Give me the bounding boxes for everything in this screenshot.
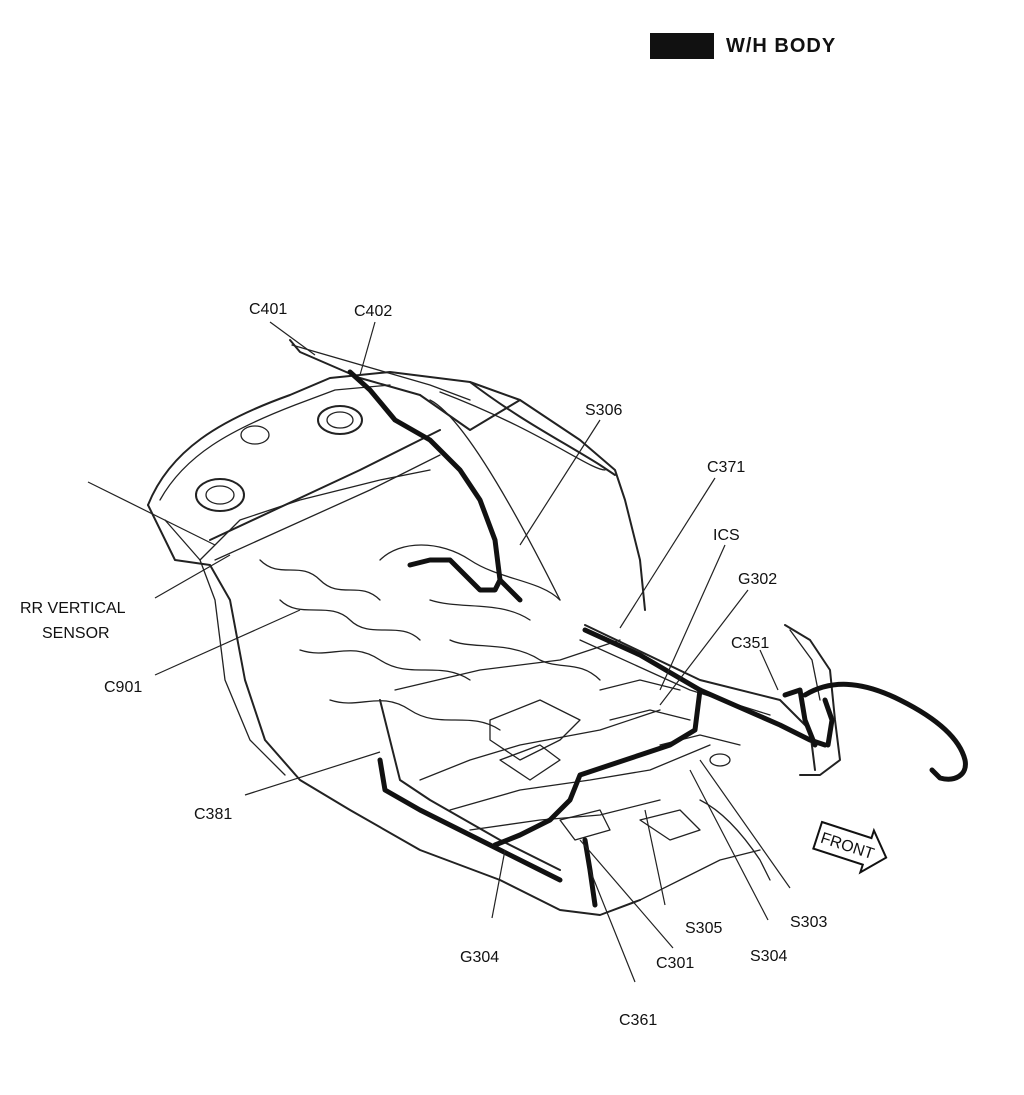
label-c401: C401 xyxy=(249,301,287,318)
label-c371: C371 xyxy=(707,459,745,476)
vehicle-body-drawing xyxy=(147,339,841,916)
label-rr-vertical-sensor-line2: SENSOR xyxy=(42,625,110,642)
legend: W/H BODY xyxy=(650,33,836,59)
label-c351: C351 xyxy=(731,635,769,652)
label-g302: G302 xyxy=(738,571,777,588)
front-arrow: FRONT xyxy=(812,820,888,875)
label-rr-vertical-sensor-line1: RR VERTICAL xyxy=(20,600,126,617)
label-s303: S303 xyxy=(790,914,827,931)
callout-labels: C401 C402 S306 C371 ICS G302 C351 RR VER… xyxy=(20,301,827,1029)
legend-swatch xyxy=(650,33,714,59)
legend-label: W/H BODY xyxy=(726,34,837,57)
label-c301: C301 xyxy=(656,955,694,972)
label-c402: C402 xyxy=(354,303,392,320)
label-s305: S305 xyxy=(685,920,722,937)
label-c361: C361 xyxy=(619,1012,657,1029)
label-g304: G304 xyxy=(460,949,499,966)
body-harness xyxy=(347,369,968,908)
label-s306: S306 xyxy=(585,402,622,419)
label-ics: ICS xyxy=(713,527,740,544)
leader-lines xyxy=(87,321,791,983)
label-c901: C901 xyxy=(104,679,142,696)
label-s304: S304 xyxy=(750,948,787,965)
label-c381: C381 xyxy=(194,806,232,823)
